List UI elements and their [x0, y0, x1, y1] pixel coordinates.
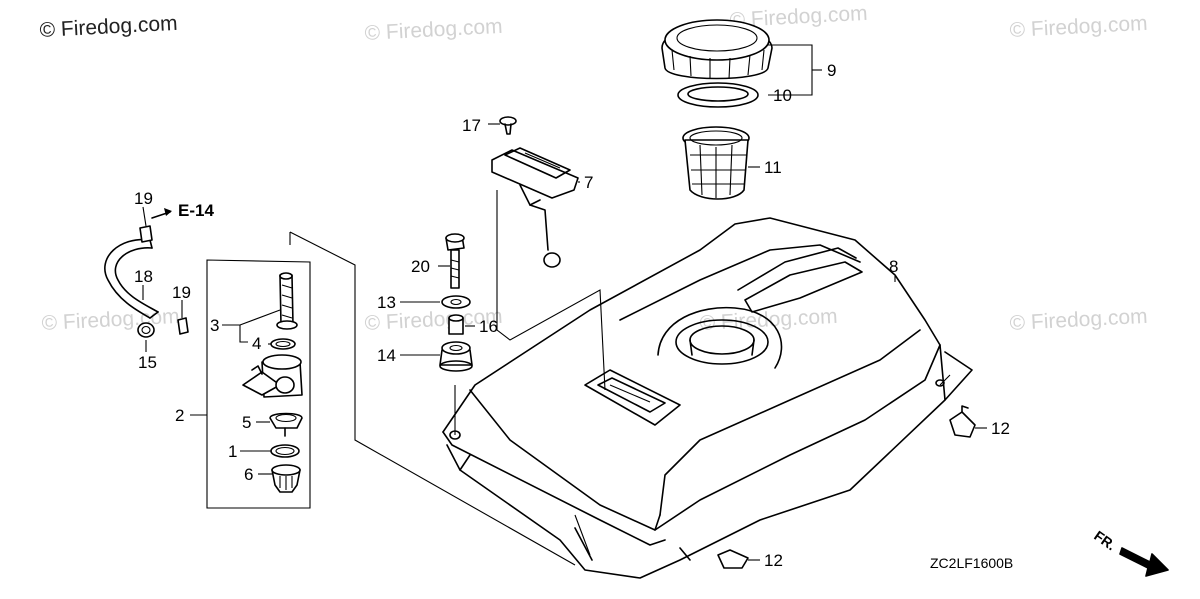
callout-1: 1	[228, 442, 237, 461]
front-arrow	[1119, 547, 1169, 577]
callout-9: 9	[827, 61, 836, 80]
fuel-tank	[442, 217, 973, 579]
callout-7: 7	[584, 173, 593, 192]
callout-12-right: 12	[991, 419, 1010, 438]
callout-19-upper: 19	[134, 189, 153, 208]
callout-12-bottom: 12	[764, 551, 783, 570]
mount-rubber-14	[439, 341, 473, 372]
rubber-foot-right	[949, 405, 976, 438]
leader-lines	[142, 44, 987, 561]
callout-6: 6	[244, 465, 253, 484]
callout-10: 10	[773, 86, 792, 105]
callout-13: 13	[377, 293, 396, 312]
watermark-main: © Firedog.com	[39, 12, 178, 42]
fuel-cap	[661, 19, 773, 80]
fuel-strainer	[682, 126, 750, 200]
watermark-mid-left: © Firedog.com	[41, 305, 180, 335]
reference-arrow	[151, 208, 172, 219]
nut-15	[137, 322, 155, 338]
screw-17	[499, 116, 517, 135]
front-label: FR.	[1091, 527, 1119, 553]
washer-13	[441, 295, 471, 309]
callout-19-lower: 19	[172, 283, 191, 302]
callout-20: 20	[411, 257, 430, 276]
callout-18: 18	[134, 267, 153, 286]
rubber-foot-bottom	[717, 549, 749, 569]
callout-2: 2	[175, 406, 184, 425]
callout-16: 16	[479, 317, 498, 336]
reference-label: E-14	[178, 201, 214, 220]
watermark-top-right: © Firedog.com	[1009, 12, 1148, 42]
watermark-top-center: © Firedog.com	[364, 15, 503, 45]
tube-clip-lower	[177, 317, 189, 335]
collar-16	[448, 314, 464, 335]
callout-5: 5	[242, 413, 251, 432]
callout-4: 4	[252, 334, 261, 353]
bolt-20	[445, 233, 465, 289]
assembly-lines	[289, 190, 606, 566]
callout-14: 14	[377, 346, 396, 365]
callout-11: 11	[764, 158, 782, 177]
fuel-tube	[104, 238, 159, 319]
callout-3: 3	[210, 316, 219, 335]
cap-gasket	[677, 82, 759, 108]
tube-clip-upper	[139, 225, 153, 243]
callout-8: 8	[889, 257, 898, 276]
watermark-mid-right: © Firedog.com	[1009, 305, 1148, 335]
fuel-gauge	[491, 147, 579, 268]
callout-15: 15	[138, 353, 157, 372]
fuel-cock-assembly	[206, 259, 311, 509]
diagram-code: ZC2LF1600B	[930, 555, 1013, 571]
callout-17: 17	[462, 116, 481, 135]
